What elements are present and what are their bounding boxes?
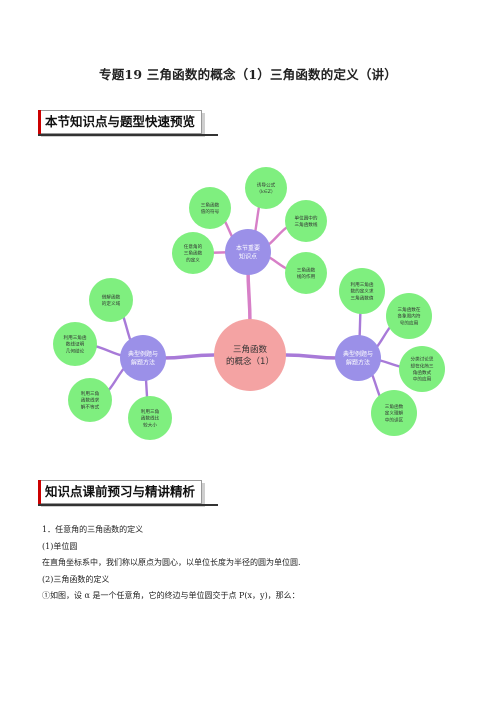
section-rule-preview [38, 134, 218, 136]
item-1-heading: 1．任意角的三角函数的定义 [42, 525, 144, 534]
left-leaf-1-circle [89, 278, 133, 322]
right-leaf-4-label-3: 中的误区 [385, 416, 404, 423]
right-leaf-2-label-1: 三角函数在 [398, 306, 421, 313]
left-leaf-3-label-1: 利用三角 [81, 390, 100, 397]
right-hub-label-1: 典型例题与 [343, 350, 373, 358]
top-leaf-2-label-2: （k∈Z） [257, 189, 276, 195]
top-hub-circle [225, 229, 271, 275]
top-hub-label-2: 知识点 [239, 252, 257, 260]
top-leaf-3: 任意角的三角函数的定义 [172, 232, 214, 274]
right-leaf-2-label-2: 各象限内符 [398, 313, 421, 320]
right-leaf-3-label-3: 角函数式 [413, 369, 432, 376]
center-node-circle [214, 319, 286, 391]
left-hub-circle [120, 335, 166, 381]
top-leaf-4-circle [285, 200, 327, 242]
top-leaf-5-label-1: 三角函数 [297, 266, 316, 273]
top-leaf-5-circle [285, 252, 327, 294]
left-leaf-4-label-3: 较大小 [143, 421, 157, 428]
left-hub-label-2: 解题方法 [131, 358, 155, 366]
right-hub-label-2: 解题方法 [346, 358, 370, 366]
left-leaf-2-circle [53, 322, 97, 366]
right-leaf-3-label-1: 分类讨论思 [411, 356, 434, 363]
right-leaf-4-label-2: 定义理解 [385, 410, 404, 417]
left-leaf-2-label-3: 几何结论 [66, 347, 85, 354]
right-leaf-1-label-3: 三角函数值 [351, 294, 374, 301]
mind-map-nodes: 三角函数值的符号诱导公式（k∈Z）任意角的三角函数的定义单位圆中的三角函数线三角… [53, 167, 445, 440]
section-heading-lecture-text: 知识点课前预习与精讲精析 [45, 484, 196, 499]
top-leaf-5-label-2: 线的作用 [297, 273, 316, 280]
right-leaf-1-label-1: 利用三角函 [351, 281, 374, 288]
mind-map: 三角函数值的符号诱导公式（k∈Z）任意角的三角函数的定义单位圆中的三角函数线三角… [53, 167, 445, 440]
left-leaf-1-label-2: 的定义域 [102, 300, 121, 307]
left-leaf-3-circle [68, 378, 112, 422]
left-leaf-1-label-1: 借解函数 [102, 293, 121, 300]
center-node-label-2: 的概念（1） [226, 356, 274, 367]
right-hub-circle [335, 335, 381, 381]
subitem-2-heading: (2)三角函数的定义 [42, 575, 110, 584]
top-leaf-1-label-2: 值的符号 [201, 208, 220, 215]
center-node: 三角函数的概念（1） [214, 319, 286, 391]
top-leaf-3-circle [172, 232, 214, 274]
top-hub-label-1: 本节重要 [236, 244, 260, 252]
right-leaf-1-circle [339, 268, 385, 314]
top-leaf-4-label-2: 三角函数线 [295, 221, 318, 228]
right-leaf-2-label-3: 号的应用 [400, 319, 419, 326]
left-leaf-4-label-2: 函数线比 [141, 415, 160, 422]
left-leaf-4-label-1: 利用三角 [141, 408, 160, 415]
left-leaf-3-label-3: 解不等式 [81, 403, 100, 410]
top-leaf-1-circle [189, 187, 231, 229]
right-leaf-3-circle [399, 346, 445, 392]
section-heading-preview-text: 本节知识点与题型快速预览 [45, 114, 196, 129]
page-title: 专题19 三角函数的概念（1）三角函数的定义（讲） [99, 67, 397, 82]
top-leaf-2-circle [245, 167, 287, 209]
left-leaf-2-label-1: 利用三角函 [64, 334, 87, 341]
top-leaf-2-label-1: 诱导公式 [257, 181, 276, 188]
center-node-label-1: 三角函数 [233, 344, 268, 355]
top-leaf-3-label-2: 三角函数 [184, 250, 203, 257]
subitem-1-text: 在直角坐标系中，我们称以原点为圆心，以单位长度为半径的圆为单位圆. [42, 558, 301, 567]
right-leaf-1-label-2: 数的定义求 [351, 288, 374, 295]
left-leaf-4-circle [128, 396, 172, 440]
left-hub-label-1: 典型例题与 [128, 350, 158, 358]
top-leaf-3-label-1: 任意角的 [184, 243, 203, 250]
section-rule-lecture [38, 504, 218, 506]
left-leaf-2-label-2: 数线证明 [66, 341, 85, 348]
section-heading-preview: 本节知识点与题型快速预览 [38, 110, 203, 134]
top-leaf-1-label-1: 三角函数 [201, 201, 220, 208]
right-leaf-3-label-2: 想在化简三 [411, 362, 434, 369]
right-leaf-4-circle [371, 390, 417, 436]
section-heading-lecture: 知识点课前预习与精讲精析 [38, 480, 203, 504]
top-leaf-4-label-1: 单位圆中的 [295, 214, 318, 221]
subitem-1-heading: (1)单位圆 [42, 542, 78, 551]
left-leaf-3-label-2: 函数线求 [81, 397, 100, 404]
top-leaf-2: 诱导公式（k∈Z） [245, 167, 287, 209]
link-center-right [284, 353, 340, 360]
subitem-2-text: ①如图，设 α 是一个任意角，它的终边与单位圆交于点 P(x，y)，那么： [42, 591, 300, 600]
top-leaf-3-label-3: 的定义 [186, 256, 200, 263]
link-center-left [161, 353, 216, 360]
right-leaf-4-label-1: 三角函数 [385, 403, 404, 410]
right-leaf-3-label-4: 中的应用 [413, 376, 432, 383]
right-leaf-2-circle [386, 293, 432, 339]
